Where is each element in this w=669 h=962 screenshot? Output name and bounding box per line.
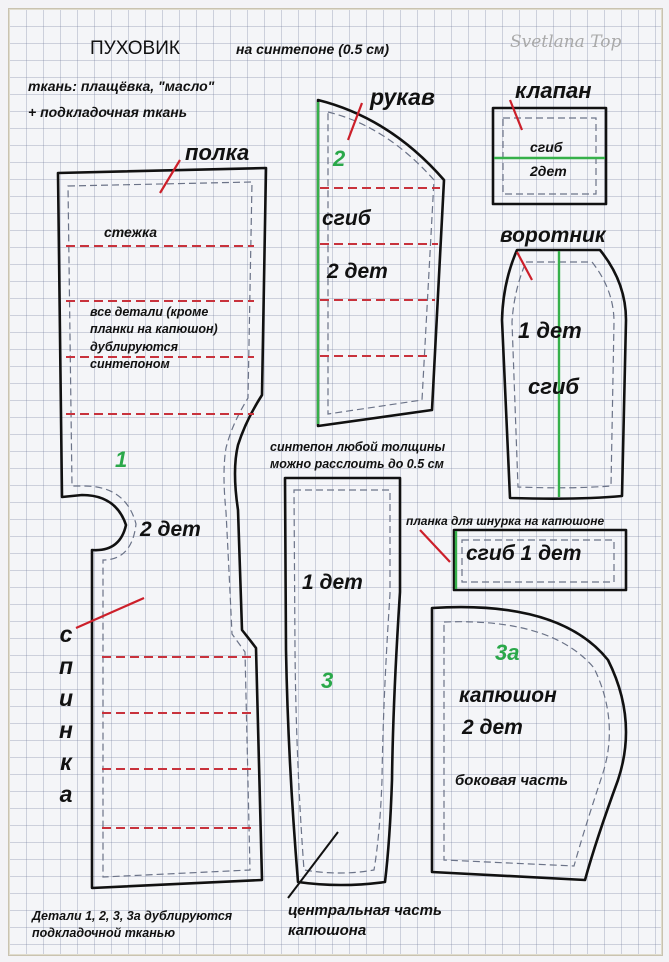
piece-3-outline [283,476,402,887]
piece-1-front-back [56,166,268,890]
pointer-klapan [508,99,524,131]
footer-note-1: Детали 1, 2, 3, 3а дублируются [32,909,233,923]
title-sub: на синтепоне (0.5 см) [236,41,390,57]
label-2-det-sleeve: 2 дет [327,260,388,283]
label-kapyushon: капюшон [459,684,557,707]
pointer-polka [159,159,181,194]
label-1-det-hood-center: 1 дет [302,571,363,594]
strip-outline [452,528,628,592]
spinka-letter: а [59,781,73,807]
collar-outline [500,248,628,500]
note-all-pieces-1: все детали (кроме [90,305,209,319]
piece-1-seam [67,181,253,878]
collar-seam [511,261,615,489]
label-stezhka: стежка [104,224,158,240]
piece-3a-hood-side [430,605,628,882]
label-central-part-1: центральная часть [288,902,442,919]
pointer-lines [75,99,533,630]
piece-number-3a: 3а [495,640,520,665]
note-all-pieces-3: дублируются [90,340,178,354]
piece-collar [500,248,628,500]
label-spinka: с п и н к а [52,618,80,810]
label-polka: полка [185,140,250,165]
piece-3-hood-center [283,476,402,887]
piece-number-2: 2 [333,146,346,171]
spinka-letter: н [59,717,73,743]
piece-2-quilting-lines [320,187,440,357]
spinka-letter: и [58,685,74,711]
watermark: Svetlana Top [510,32,622,52]
note-all-pieces-2: планки на капюшон) [90,322,218,336]
footer-note-2: подкладочной тканью [32,926,176,940]
label-sgib-sleeve: сгиб [322,207,371,230]
piece-flap [491,106,608,206]
pointer-spinka [75,596,145,630]
piece-strip [452,528,628,592]
pointer-rukav [346,102,364,141]
flap-outline [491,106,608,206]
lining-note: + подкладочная ткань [28,104,188,120]
piece-number-1: 1 [115,447,128,472]
label-vorotnik: воротник [500,224,606,247]
label-strip: сгиб 1 дет [466,542,582,565]
fabric-note: ткань: плащёвка, "масло" [28,78,215,94]
piece-number-3: 3 [321,668,334,693]
note-strip: планка для шнурка на капюшоне [406,514,605,528]
label-side-part: боковая часть [455,772,569,789]
note-all-pieces-4: синтепоном [90,357,170,371]
strip-seam [461,539,615,583]
piece-3a-outline [430,605,628,882]
pointer-planka [419,529,451,563]
piece-2-outline [316,98,446,428]
note-padding-2: можно расслоить до 0.5 см [270,457,444,471]
flap-seam [502,117,597,195]
label-central-part-2: капюшона [288,922,367,939]
pattern-sheet [8,8,663,956]
label-2-det-hood: 2 дет [462,716,523,739]
piece-2-sleeve [316,98,446,428]
label-klapan: клапан [515,78,592,103]
label-2det-flap: 2дет [530,163,567,179]
label-rukav: рукав [370,84,435,110]
piece-1-quilting-lines [66,245,254,829]
note-padding-1: синтепон любой толщины [270,440,446,454]
piece-1-outline [56,166,268,890]
spinka-letter: к [60,749,72,775]
label-sgib-collar: сгиб [528,374,580,399]
label-1-det-collar: 1 дет [518,318,582,343]
piece-3-seam [293,489,391,874]
title-main: ПУХОВИК [90,38,180,59]
pointer-vorotnik [516,251,533,281]
label-sgib-flap: сгиб [530,139,563,155]
spinka-letter: п [58,653,74,679]
spinka-letter: с [59,621,73,647]
pointer-hood-center [287,831,339,899]
piece-3a-seam [443,621,610,867]
label-2-det-main: 2 дет [140,518,201,541]
